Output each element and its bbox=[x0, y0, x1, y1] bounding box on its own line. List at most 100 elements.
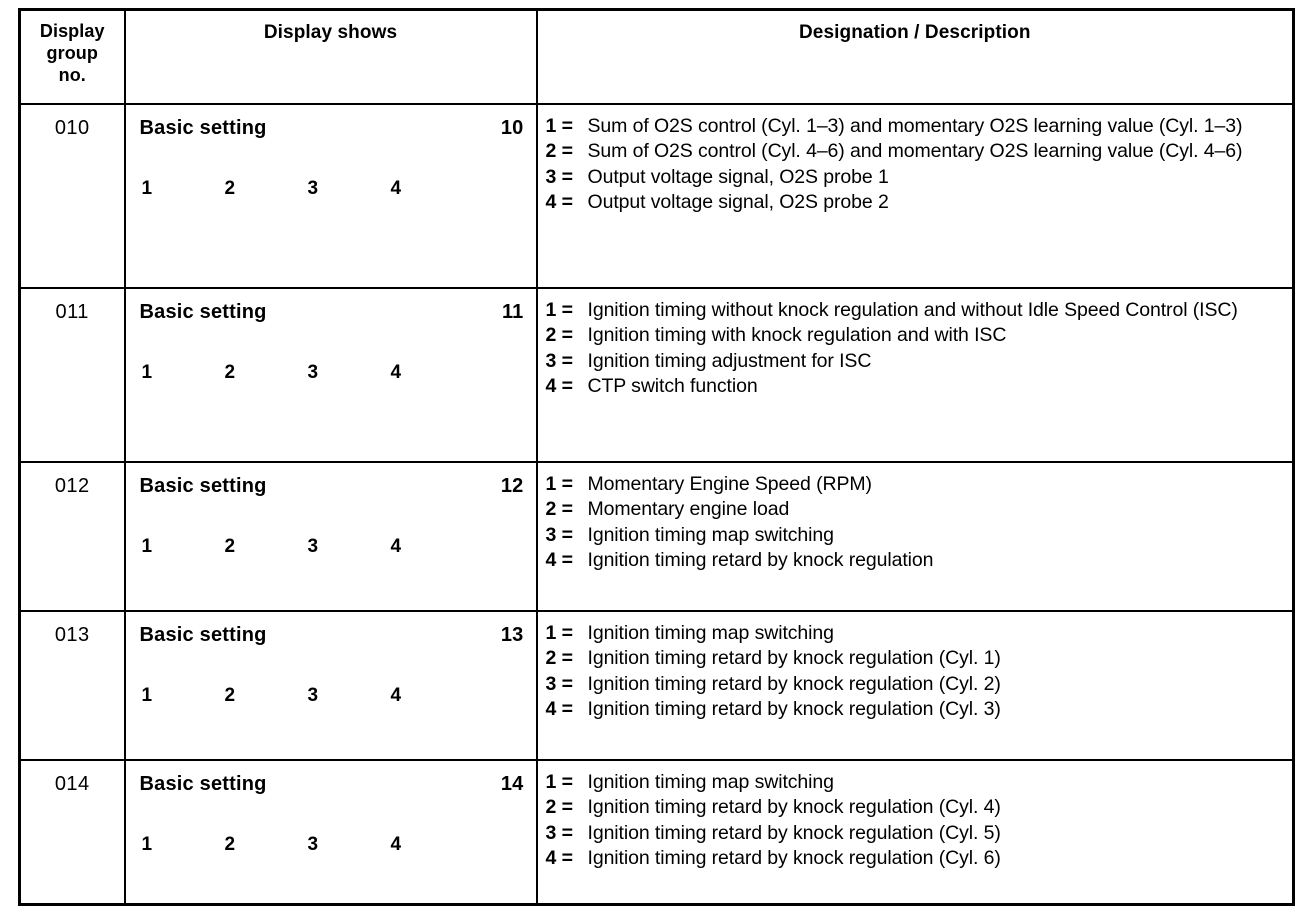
description-item-key: 3 = bbox=[545, 165, 573, 188]
description-list: 1 =Momentary Engine Speed (RPM)2 =Moment… bbox=[538, 463, 1293, 582]
cell-designation-description: 1 = Ignition timing without knock regulat… bbox=[535, 287, 1295, 463]
description-item-text: Ignition timing retard by knock regulati… bbox=[587, 796, 1001, 819]
description-item: 1 =Sum of O2S control (Cyl. 1–3) and mom… bbox=[546, 114, 1283, 139]
display-shows-number: 13 bbox=[500, 624, 524, 646]
description-item-key: 1 = bbox=[545, 115, 573, 137]
display-field-index: 4 bbox=[390, 362, 402, 383]
cell-display-group-no: 010 bbox=[18, 103, 126, 289]
header-cell-display-group-no: Display group no. bbox=[18, 8, 126, 105]
display-field-index: 2 bbox=[224, 536, 236, 557]
display-field-index: 3 bbox=[307, 178, 319, 199]
display-field-index: 1 bbox=[141, 178, 153, 199]
display-field-index: 2 bbox=[224, 834, 236, 855]
basic-setting-label: Basic setting bbox=[139, 301, 267, 323]
description-item: 4 =Output voltage signal, O2S probe 2 bbox=[546, 190, 1283, 215]
display-field-index: 1 bbox=[141, 536, 153, 557]
description-item-text: Ignition timing retard by knock regulati… bbox=[587, 672, 1001, 695]
display-field-index: 4 bbox=[390, 536, 402, 557]
display-group-no-value: 010 bbox=[54, 117, 90, 139]
description-item-text: Ignition timing retard by knock regulati… bbox=[587, 821, 1001, 844]
description-item-key: 3 = bbox=[545, 821, 573, 844]
description-item: 4 = Ignition timing retard by knock regul… bbox=[546, 548, 1283, 573]
description-item-key: 2 = bbox=[545, 324, 573, 347]
header-label-display-shows: Display shows bbox=[263, 22, 398, 43]
basic-setting-label: Basic setting bbox=[139, 117, 267, 139]
header-row: Display group no. Display shows Designat… bbox=[18, 8, 1295, 105]
header-line-1: Display bbox=[39, 21, 105, 41]
description-item-text: Momentary engine load bbox=[587, 498, 790, 521]
description-item-key: 4 = bbox=[545, 191, 573, 214]
description-item: 3 = Ignition timing adjustment for ISC bbox=[546, 349, 1283, 374]
description-item-text: Ignition timing adjustment for ISC bbox=[587, 349, 872, 372]
cell-display-group-no: 013 bbox=[18, 610, 126, 761]
display-group-no-value: 011 bbox=[55, 301, 89, 323]
description-item-key: 2 = bbox=[545, 498, 573, 521]
display-field-index: 4 bbox=[390, 178, 402, 199]
display-field-index: 3 bbox=[307, 362, 319, 383]
cell-designation-description: 1 =Sum of O2S control (Cyl. 1–3) and mom… bbox=[535, 103, 1295, 289]
description-item-key: 3 = bbox=[545, 349, 573, 372]
description-item-key: 1 = bbox=[545, 622, 573, 644]
description-item-key: 4 = bbox=[545, 549, 573, 572]
display-field-index: 3 bbox=[307, 834, 319, 855]
description-item: 1 = Ignition timing without knock regulat… bbox=[546, 298, 1283, 323]
display-group-no-value: 013 bbox=[54, 624, 90, 646]
description-item-key: 1 = bbox=[545, 771, 573, 793]
basic-setting-label: Basic setting bbox=[139, 773, 267, 795]
description-item-text: Ignition timing without knock regulation… bbox=[587, 299, 1238, 321]
document-page: Display group no. Display shows Designat… bbox=[18, 8, 1295, 906]
description-item: 4 = Ignition timing retard by knock regul… bbox=[546, 846, 1283, 871]
description-item-text: Ignition timing with knock regulation an… bbox=[587, 324, 1007, 347]
display-field-index: 1 bbox=[141, 685, 153, 706]
display-shows-header-line: Basic setting 13 bbox=[140, 624, 524, 647]
description-item-text: Ignition timing retard by knock regulati… bbox=[587, 549, 934, 572]
header-line-3: no. bbox=[58, 64, 86, 85]
description-item-key: 3 = bbox=[545, 523, 573, 546]
description-item: 4 =CTP switch function bbox=[546, 374, 1283, 399]
description-item: 3 =Output voltage signal, O2S probe 1 bbox=[546, 165, 1283, 190]
display-field-index: 2 bbox=[224, 685, 236, 706]
display-field-indices: 1 2 3 4 bbox=[140, 178, 524, 200]
description-item-text: Ignition timing retard by knock regulati… bbox=[587, 698, 1001, 721]
header-label-designation-description: Designation / Description bbox=[798, 22, 1031, 43]
display-groups-table: Display group no. Display shows Designat… bbox=[18, 8, 1295, 906]
description-item-key: 1 = bbox=[545, 299, 573, 321]
display-field-index: 2 bbox=[224, 362, 236, 383]
description-item: 2 = Momentary engine load bbox=[546, 497, 1283, 522]
description-list: 1 = Ignition timing without knock regulat… bbox=[538, 289, 1293, 408]
display-shows-number: 12 bbox=[500, 475, 524, 497]
description-item-key: 4 = bbox=[545, 847, 573, 870]
basic-setting-label: Basic setting bbox=[139, 624, 267, 646]
display-field-index: 2 bbox=[224, 178, 236, 199]
description-item-text: Ignition timing retard by knock regulati… bbox=[587, 647, 1001, 670]
description-item-text: Ignition timing map switching bbox=[587, 523, 834, 546]
header-cell-designation-description: Designation / Description bbox=[535, 8, 1295, 105]
description-item-key: 3 = bbox=[545, 672, 573, 695]
description-item-key: 2 = bbox=[545, 140, 573, 163]
description-item-text: Ignition timing retard by knock regulati… bbox=[587, 847, 1001, 870]
description-item-text: Ignition timing map switching bbox=[587, 771, 834, 793]
description-item-text: Momentary Engine Speed (RPM) bbox=[587, 473, 873, 495]
display-field-index: 3 bbox=[307, 536, 319, 557]
